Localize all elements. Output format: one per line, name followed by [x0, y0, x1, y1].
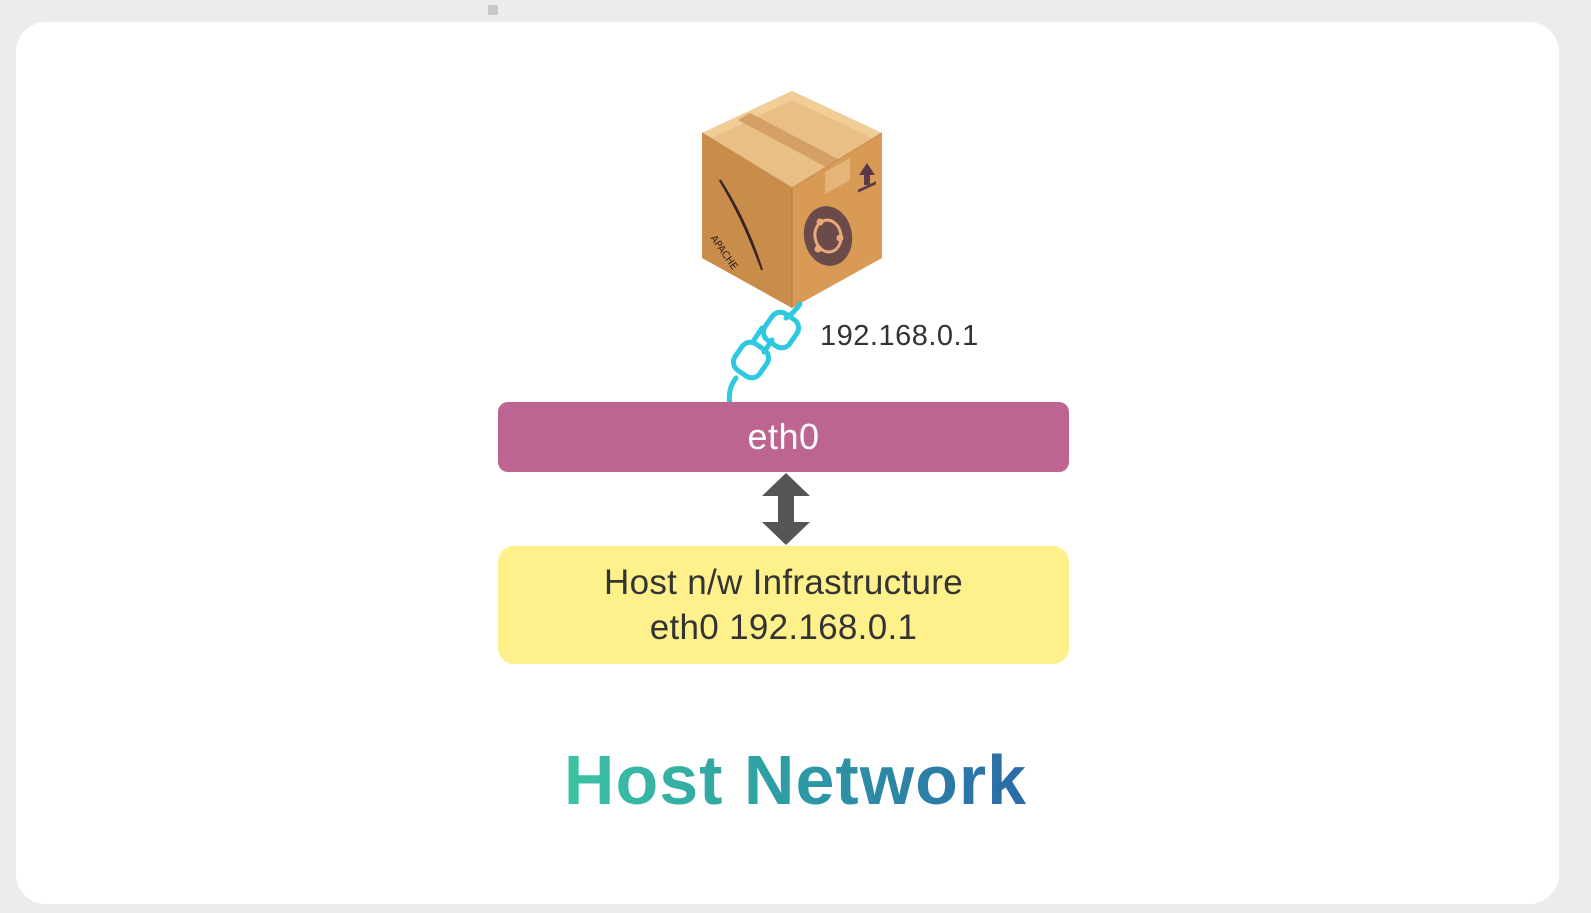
- diagram-title: Host Network: [0, 740, 1591, 820]
- diagram-title-text: Host Network: [563, 741, 1028, 819]
- eth0-label: eth0: [747, 416, 820, 457]
- container-box-icon: APACHE: [701, 91, 883, 308]
- eth0-interface-bar: eth0: [498, 402, 1069, 472]
- host-network-infrastructure-box: Host n/w Infrastructure eth0 192.168.0.1: [498, 546, 1069, 664]
- host-box-line2: eth0 192.168.0.1: [649, 608, 918, 647]
- window-marker: [488, 5, 498, 15]
- plug-connector-icon: [726, 301, 803, 406]
- double-arrow-icon: [762, 473, 810, 545]
- host-box-line1: Host n/w Infrastructure: [604, 563, 963, 602]
- container-ip-label: 192.168.0.1: [820, 320, 979, 352]
